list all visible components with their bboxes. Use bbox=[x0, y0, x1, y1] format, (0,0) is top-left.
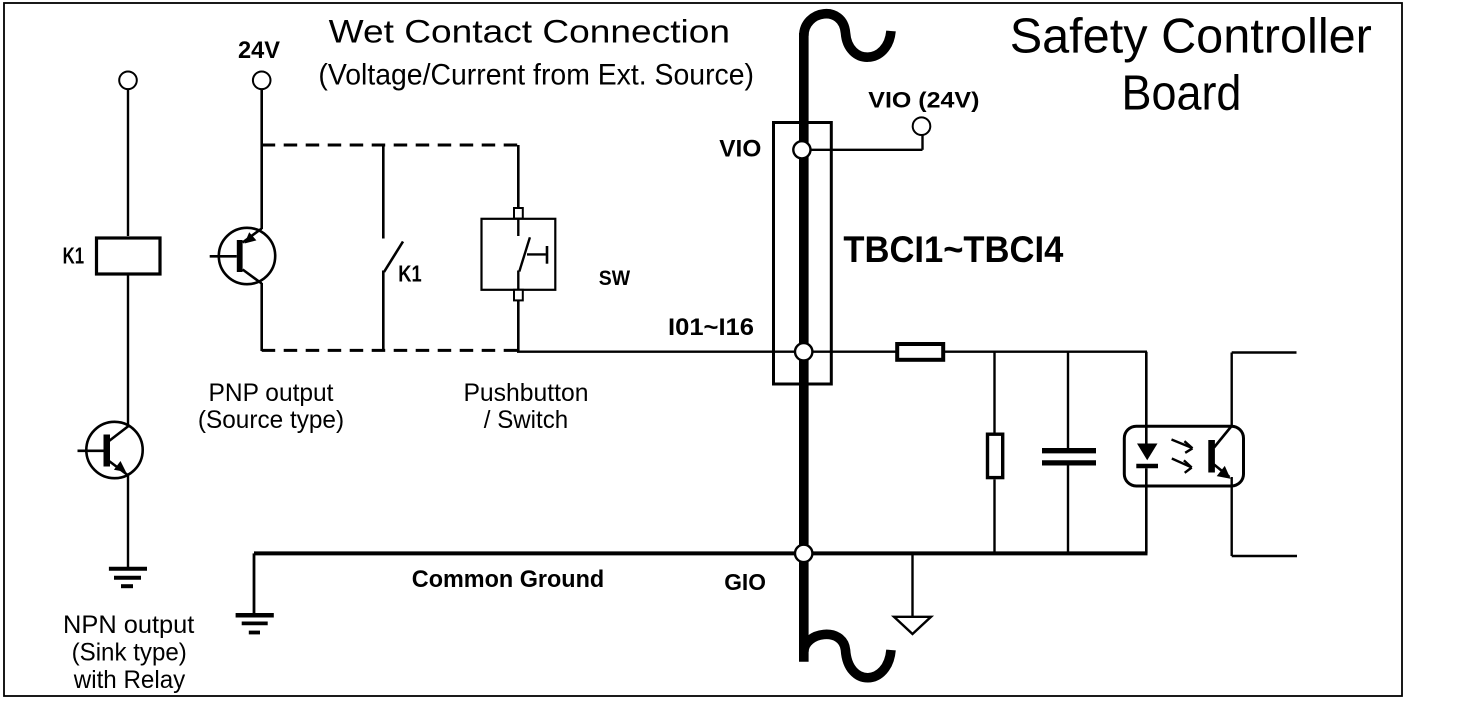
svg-text:K1: K1 bbox=[398, 261, 422, 287]
svg-text:TBCI1~TBCI4: TBCI1~TBCI4 bbox=[843, 229, 1063, 270]
svg-text:(Sink type): (Sink type) bbox=[72, 638, 187, 666]
svg-text:I01~I16: I01~I16 bbox=[668, 314, 754, 341]
svg-text:K1: K1 bbox=[63, 242, 85, 268]
svg-text:Wet Contact Connection: Wet Contact Connection bbox=[329, 14, 730, 50]
svg-text:(Source type): (Source type) bbox=[198, 406, 344, 434]
svg-text:with Relay: with Relay bbox=[73, 666, 186, 694]
svg-text:PNP output: PNP output bbox=[209, 379, 334, 407]
svg-text:VIO (24V): VIO (24V) bbox=[868, 88, 979, 113]
svg-text:Safety Controller: Safety Controller bbox=[1010, 10, 1372, 64]
svg-text:Pushbutton: Pushbutton bbox=[463, 379, 588, 407]
svg-text:NPN output: NPN output bbox=[63, 611, 194, 639]
svg-text:(Voltage/Current from Ext. Sou: (Voltage/Current from Ext. Source) bbox=[318, 59, 754, 92]
svg-text:24V: 24V bbox=[238, 37, 280, 64]
svg-text:VIO: VIO bbox=[719, 135, 761, 162]
svg-text:Board: Board bbox=[1122, 67, 1242, 121]
svg-text:SW: SW bbox=[599, 267, 630, 290]
svg-text:Common Ground: Common Ground bbox=[412, 566, 604, 593]
svg-text:GIO: GIO bbox=[724, 569, 766, 595]
svg-text:/ Switch: / Switch bbox=[484, 406, 568, 434]
